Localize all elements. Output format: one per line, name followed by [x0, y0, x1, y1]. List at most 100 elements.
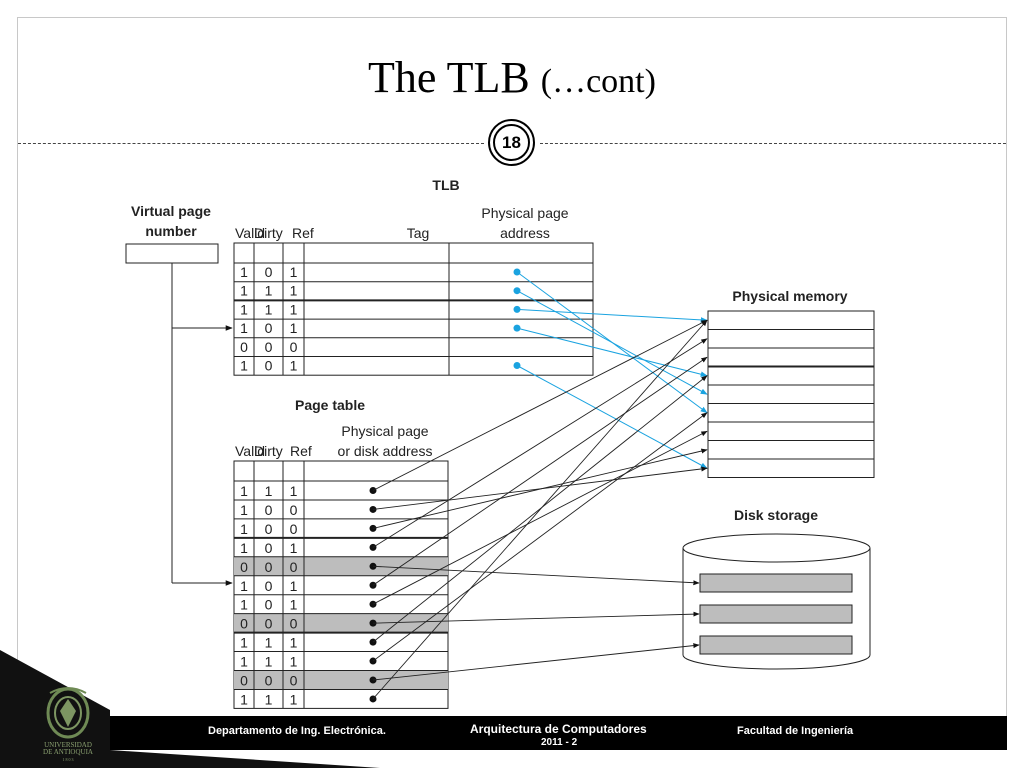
page-table-to-memory-arrow [372, 319, 708, 491]
page-table-to-memory-arrow [372, 356, 708, 586]
pt-ref-bit: 1 [290, 635, 298, 651]
pt-dirty-bit: 1 [265, 635, 273, 651]
pt-dirty-bit: 0 [265, 521, 273, 537]
tlb-to-memory-arrow [516, 365, 708, 469]
page-table-to-memory-arrow [372, 430, 708, 605]
tlb-valid-bit: 1 [240, 358, 248, 374]
pt-valid-bit: 0 [240, 616, 248, 632]
tlb-to-memory-arrow [516, 308, 708, 323]
virtual-page-label-line2: number [145, 223, 197, 239]
page-table-to-memory-arrow [372, 319, 708, 700]
page-number-badge: 18 [488, 119, 535, 166]
tlb-valid-bit: 1 [240, 264, 248, 280]
tlb-header-phys-line1: Physical page [481, 205, 568, 221]
tlb-ref-bit: 1 [290, 301, 298, 317]
tlb-ref-bit: 1 [290, 264, 298, 280]
pt-ref-bit: 1 [290, 691, 298, 707]
pt-ref-bit: 1 [290, 578, 298, 594]
tlb-header-ref: Ref [292, 225, 314, 241]
pt-dirty-bit: 1 [265, 483, 273, 499]
pt-valid-bit: 1 [240, 597, 248, 613]
page-number: 18 [493, 124, 530, 161]
page-table-to-memory-arrow [372, 338, 708, 548]
tlb-dirty-bit: 0 [265, 339, 273, 355]
pt-header-phys-line1: Physical page [341, 423, 428, 439]
title-main: The TLB [368, 53, 530, 102]
university-seal-logo: UNIVERSIDAD DE ANTIOQUIA 1 8 0 3 [43, 687, 93, 762]
physical-memory-label: Physical memory [732, 288, 847, 304]
pt-dirty-bit: 0 [265, 616, 273, 632]
title-cont: (…cont) [540, 63, 656, 100]
pt-ref-bit: 0 [290, 616, 298, 632]
logo-name-line2: DE ANTIOQUIA [43, 748, 93, 756]
pt-dirty-bit: 0 [265, 578, 273, 594]
tlb-label: TLB [432, 177, 459, 193]
pt-header-valid: Valid [235, 443, 265, 459]
tlb-dirty-bit: 0 [265, 358, 273, 374]
pt-ref-bit: 1 [290, 597, 298, 613]
tlb-ref-bit: 1 [290, 283, 298, 299]
disk-block [699, 635, 853, 655]
tlb-header-dirty: Dirty [254, 225, 283, 241]
footer-department: Departamento de Ing. Electrónica. [208, 725, 386, 737]
tlb-ref-bit: 0 [290, 339, 298, 355]
pt-dirty-bit: 0 [265, 597, 273, 613]
title-divider-right [540, 143, 1006, 144]
tlb-ref-bit: 1 [290, 320, 298, 336]
pt-ref-bit: 0 [290, 521, 298, 537]
physical-memory [707, 310, 875, 478]
pt-valid-bit: 1 [240, 521, 248, 537]
tlb-valid-bit: 0 [240, 339, 248, 355]
pt-valid-bit: 1 [240, 578, 248, 594]
tlb-valid-bit: 1 [240, 301, 248, 317]
pt-valid-bit: 1 [240, 691, 248, 707]
page-table-to-disk-arrow [372, 565, 700, 586]
page-table-to-disk-arrow [372, 643, 700, 681]
pt-dirty-bit: 1 [265, 691, 273, 707]
pt-dirty-bit: 0 [265, 540, 273, 556]
tlb-header-valid: Valid [235, 225, 265, 241]
page-table-to-memory-arrow [372, 412, 708, 662]
page-table-to-disk-arrow [372, 611, 700, 624]
pt-valid-bit: 1 [240, 483, 248, 499]
pt-valid-bit: 1 [240, 502, 248, 518]
disk-cylinder-top [682, 533, 871, 563]
tlb-header-tag: Tag [407, 225, 430, 241]
disk-block [699, 604, 853, 624]
pt-row-shaded [234, 613, 448, 633]
tlb-dirty-bit: 0 [265, 320, 273, 336]
pt-dirty-bit: 1 [265, 654, 273, 670]
pt-header-phys-line2: or disk address [338, 443, 433, 459]
page-table-label: Page table [295, 397, 365, 413]
tlb-dirty-bit: 1 [265, 301, 273, 317]
footer-faculty: Facultad de Ingeniería [737, 725, 854, 737]
pt-header-dirty: Dirty [254, 443, 283, 459]
tlb-valid-bit: 1 [240, 320, 248, 336]
logo-name-line1: UNIVERSIDAD [44, 741, 92, 749]
pt-valid-bit: 1 [240, 654, 248, 670]
virtual-page-label-line1: Virtual page [131, 203, 211, 219]
pt-valid-bit: 1 [240, 540, 248, 556]
tlb-header-phys-line2: address [500, 225, 550, 241]
tlb-valid-bit: 1 [240, 283, 248, 299]
pt-ref-bit: 0 [290, 673, 298, 689]
tlb-to-memory-arrow [516, 327, 708, 377]
tlb-table [233, 242, 594, 376]
disk-storage-label: Disk storage [734, 507, 818, 523]
pt-valid-bit: 0 [240, 559, 248, 575]
footer-course: Arquitectura de Computadores [470, 722, 647, 736]
pt-ref-bit: 0 [290, 559, 298, 575]
pt-valid-bit: 1 [240, 635, 248, 651]
footer-term: 2011 - 2 [541, 737, 578, 748]
tlb-dirty-bit: 0 [265, 264, 273, 280]
page-table [233, 460, 449, 709]
pt-dirty-bit: 0 [265, 559, 273, 575]
pt-valid-bit: 0 [240, 673, 248, 689]
pt-ref-bit: 0 [290, 502, 298, 518]
tlb-dirty-bit: 1 [265, 283, 273, 299]
pt-ref-bit: 1 [290, 654, 298, 670]
pt-ref-bit: 1 [290, 540, 298, 556]
title-divider-left [18, 143, 484, 144]
